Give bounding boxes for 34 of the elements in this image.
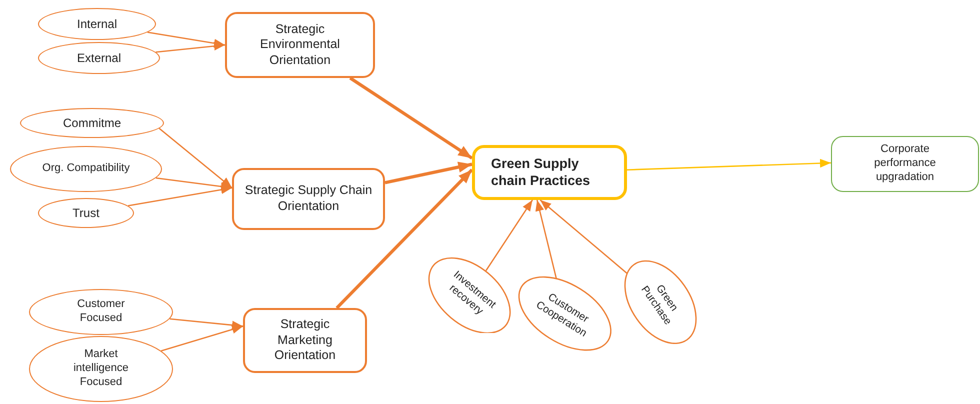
node-label: Commitme: [62, 116, 121, 130]
arrow: [160, 325, 244, 352]
process-box: [232, 168, 385, 230]
arrow: [158, 128, 232, 188]
arrow: [384, 162, 472, 184]
node-label: Org. Compatibility: [42, 162, 130, 176]
ellipse-node: [624, 260, 698, 344]
node-label: Strategic Marketing Orientation: [273, 317, 337, 364]
arrow: [128, 185, 232, 206]
arrow: [535, 200, 558, 280]
arrow: [485, 200, 533, 272]
arrow: [336, 168, 474, 310]
node-label: External: [76, 50, 122, 66]
process-box: [831, 136, 979, 192]
arrow: [147, 32, 226, 48]
arrow: [349, 76, 473, 160]
arrow: [626, 158, 832, 170]
node-label: Customer Focused: [76, 298, 126, 326]
process-box: [225, 12, 375, 78]
node-label: Trust: [72, 206, 100, 220]
node-label: Strategic Environmental Orientation: [259, 22, 341, 68]
process-box: [243, 308, 367, 373]
arrow: [170, 318, 244, 330]
node-label: Strategic Supply Chain Orientation: [244, 183, 373, 215]
process-box: [472, 145, 627, 200]
ellipse-node: [518, 276, 612, 352]
node-label: Market intelligence Focused: [72, 348, 130, 390]
arrow: [156, 42, 226, 53]
node-label: Internal: [76, 16, 118, 32]
arrow: [540, 200, 628, 274]
ellipse-node: [20, 108, 164, 138]
node-label: Green Supply chain Practices: [491, 156, 592, 190]
ellipse-node: [428, 256, 512, 334]
node-label: Corporate performance upgradation: [873, 143, 937, 185]
